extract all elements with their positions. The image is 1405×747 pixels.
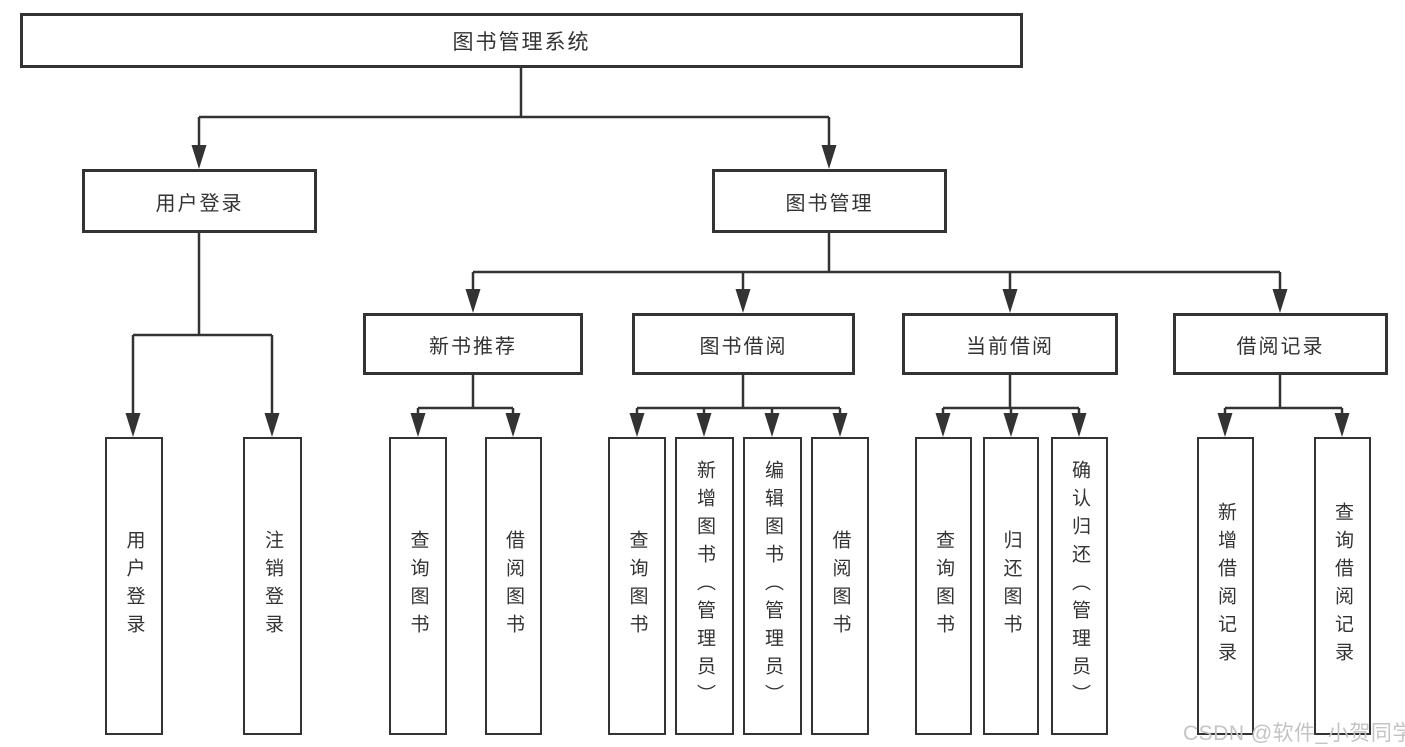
connector-current-borrow-children (941, 375, 1081, 417)
arrowhead-icon (410, 413, 426, 437)
leaf-query-borrow-record: 查询借阅记录 (1314, 437, 1371, 735)
node-user-login: 用户登录 (82, 169, 317, 233)
arrowhead-icon (735, 289, 751, 313)
leaf-borrow-books-recommend: 借阅图书 (485, 437, 542, 735)
node-book-borrow: 图书借阅 (632, 313, 855, 375)
leaf-return-book: 归还图书 (983, 437, 1039, 735)
arrowhead-icon (125, 413, 141, 437)
leaf-logout: 注销登录 (243, 437, 302, 735)
arrowhead-icon (1217, 413, 1233, 437)
node-book-management: 图书管理 (712, 169, 947, 233)
node-current-borrow: 当前借阅 (902, 313, 1118, 375)
leaf-query-books-current: 查询图书 (915, 437, 972, 735)
arrowhead-icon (1334, 413, 1350, 437)
arrowhead-icon (1002, 289, 1018, 313)
arrowhead-icon (1272, 289, 1288, 313)
connector-borrow-record-children (1223, 375, 1344, 417)
arrowhead-icon (465, 289, 481, 313)
arrowhead-icon (1071, 413, 1087, 437)
node-library-system: 图书管理系统 (20, 13, 1023, 68)
connector-book-mgmt-children (471, 233, 1282, 293)
arrowhead-icon (629, 413, 645, 437)
node-borrow-records: 借阅记录 (1173, 313, 1388, 375)
leaf-confirm-return-admin: 确认归还（管理员） (1051, 437, 1108, 735)
leaf-add-borrow-record: 新增借阅记录 (1197, 437, 1254, 735)
connector-user-login-children (131, 233, 274, 417)
connector-lines (131, 68, 1344, 417)
arrowhead-icon (1003, 413, 1019, 437)
node-new-book-recommend: 新书推荐 (363, 313, 583, 375)
connector-new-book-children (416, 375, 515, 417)
leaf-query-books-recommend: 查询图书 (389, 437, 447, 735)
leaf-query-books-borrow: 查询图书 (608, 437, 666, 735)
leaf-edit-book-admin: 编辑图书（管理员） (743, 437, 802, 735)
connector-book-borrow-children (635, 375, 842, 417)
arrowhead-icon (696, 413, 712, 437)
csdn-watermark: CSDN @软件_小贺同学 (1183, 722, 1405, 745)
connector-root-to-level2 (197, 68, 831, 149)
arrowhead-icon (264, 413, 280, 437)
arrowhead-icon (821, 145, 837, 169)
leaf-add-book-admin: 新增图书（管理员） (675, 437, 734, 735)
arrowhead-icon (764, 413, 780, 437)
leaf-borrow-books: 借阅图书 (811, 437, 869, 735)
arrowhead-icon (935, 413, 951, 437)
arrowhead-icon (191, 145, 207, 169)
arrowhead-icon (832, 413, 848, 437)
arrowheads (125, 145, 1350, 437)
leaf-user-login: 用户登录 (105, 437, 163, 735)
arrowhead-icon (505, 413, 521, 437)
